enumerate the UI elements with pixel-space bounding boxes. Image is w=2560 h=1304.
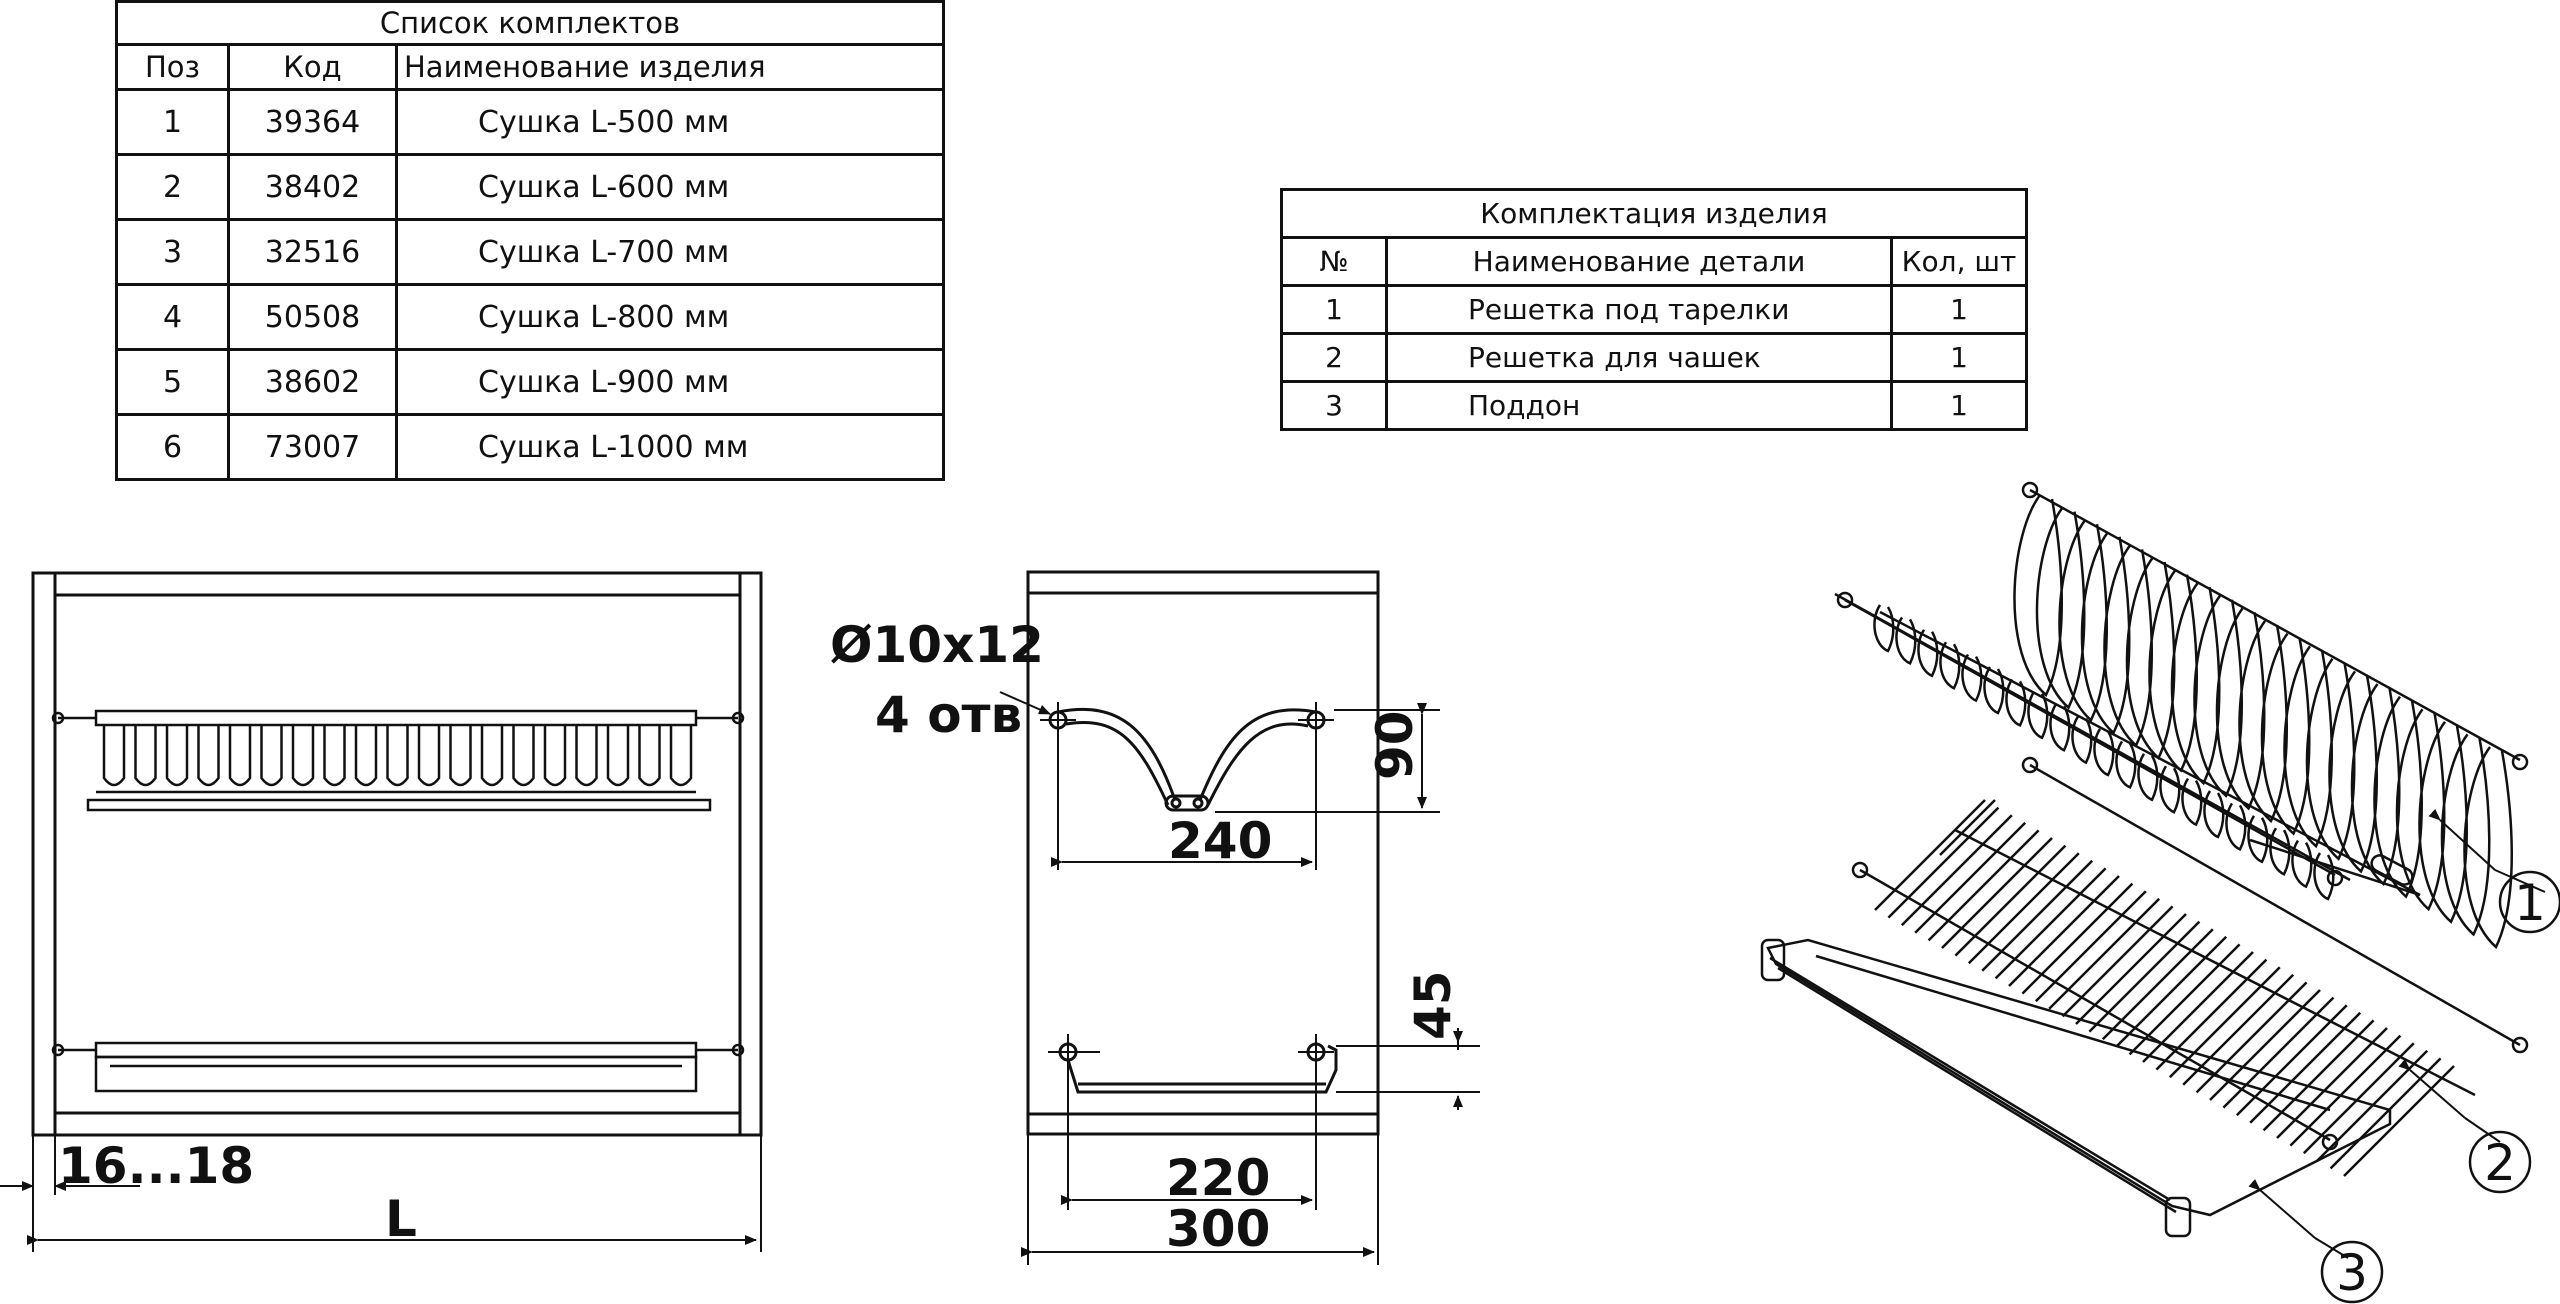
- kit-header-code: Код: [227, 43, 398, 91]
- front-dimensions: [0, 1135, 762, 1252]
- kit-name: Сушка L-1000 мм: [395, 413, 945, 481]
- parts-header-name: Наименование детали: [1385, 236, 1893, 287]
- callout-circle-2: [2468, 1130, 2532, 1194]
- tray-front: [51, 1041, 745, 1093]
- kit-name: Сушка L-900 мм: [395, 348, 945, 416]
- dim-hole-spec: Ø10x12: [830, 616, 1044, 674]
- kit-list-table: Список комплектов Поз Код Наименование и…: [115, 0, 945, 481]
- callout-circle-3: [2320, 1240, 2384, 1304]
- part-num: 3: [1280, 380, 1388, 431]
- kit-pos: 5: [115, 348, 230, 416]
- kit-pos: 2: [115, 153, 230, 221]
- cabinet-outline: [31, 571, 763, 1137]
- kit-code: 73007: [227, 413, 398, 481]
- kit-table-title: Список комплектов: [115, 0, 945, 46]
- dim-depth: 300: [1166, 1200, 1270, 1258]
- callout-label-2: 2: [2484, 1134, 2516, 1192]
- parts-table: Комплектация изделия № Наименование дета…: [1280, 188, 2028, 431]
- kit-pos: 3: [115, 218, 230, 286]
- dim-top-width: 240: [1168, 812, 1272, 870]
- dim-top-height: 90: [1366, 710, 1424, 780]
- kit-name: Сушка L-500 мм: [395, 88, 945, 156]
- kit-name: Сушка L-700 мм: [395, 218, 945, 286]
- callout-label-3: 3: [2336, 1244, 2368, 1302]
- part-name: Решетка под тарелки: [1385, 284, 1893, 335]
- side-dimensions: [999, 691, 1480, 1265]
- kit-code: 39364: [227, 88, 398, 156]
- plate-rack-side: [1048, 707, 1326, 812]
- part-qty: 1: [1890, 284, 2028, 335]
- kit-code: 38402: [227, 153, 398, 221]
- parts-header-qty: Кол, шт: [1890, 236, 2028, 287]
- front-view: [0, 571, 763, 1252]
- kit-name: Сушка L-600 мм: [395, 153, 945, 221]
- side-view: [999, 570, 1480, 1265]
- tray-side: [1058, 1042, 1338, 1094]
- plate-rack-iso: [1834, 481, 2529, 950]
- callout-circle-1: [2498, 870, 2560, 934]
- kit-code: 38602: [227, 348, 398, 416]
- part-num: 1: [1280, 284, 1388, 335]
- part-qty: 1: [1890, 380, 2028, 431]
- kit-header-name: Наименование изделия: [395, 43, 945, 91]
- part-num: 2: [1280, 332, 1388, 383]
- dim-tray-width: 220: [1166, 1149, 1270, 1207]
- kit-pos: 6: [115, 413, 230, 481]
- plate-rack-front: [51, 709, 745, 812]
- parts-header-num: №: [1280, 236, 1388, 287]
- kit-pos: 4: [115, 283, 230, 351]
- dim-width-l: L: [385, 1190, 417, 1248]
- part-qty: 1: [1890, 332, 2028, 383]
- dim-hole-count: 4 отв: [875, 686, 1022, 744]
- parts-table-title: Комплектация изделия: [1280, 188, 2028, 239]
- cup-rack-iso: [1851, 756, 2529, 1177]
- kit-header-pos: Поз: [115, 43, 230, 91]
- kit-pos: 1: [115, 88, 230, 156]
- part-name: Решетка для чашек: [1385, 332, 1893, 383]
- dim-tray-height: 45: [1404, 970, 1462, 1040]
- callout-leaders: [2248, 808, 2546, 1259]
- kit-code: 32516: [227, 218, 398, 286]
- drip-tray-iso: [1760, 938, 2392, 1238]
- kit-code: 50508: [227, 283, 398, 351]
- dim-thickness: 16...18: [58, 1137, 254, 1195]
- callout-label-1: 1: [2514, 874, 2546, 932]
- cabinet-side-outline: [1026, 570, 1380, 1136]
- isometric-view: [1760, 481, 2560, 1304]
- part-name: Поддон: [1385, 380, 1893, 431]
- kit-name: Сушка L-800 мм: [395, 283, 945, 351]
